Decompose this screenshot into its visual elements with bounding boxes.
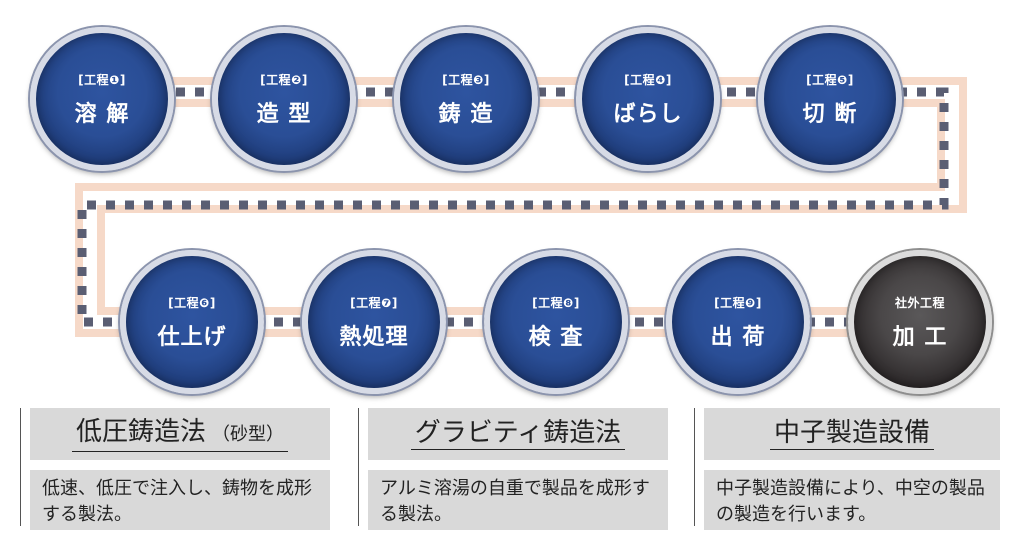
- step-external-processing: 社外工程 加 工: [848, 250, 992, 394]
- step-1-name: 溶 解: [74, 101, 130, 127]
- step-5-cutting: [工程❺] 切 断: [758, 27, 902, 171]
- method-description: 低速、低圧で注入し、鋳物を成形する製法。: [30, 470, 330, 530]
- method-title-bar: 中子製造設備: [704, 408, 1000, 460]
- method-title-underline: 中子製造設備: [769, 418, 934, 450]
- step-2-molding: [工程❷] 造 型: [212, 27, 356, 171]
- method-box-core: 中子製造設備 中子製造設備により、中空の製品の製造を行います。: [704, 408, 1000, 530]
- step-5-name: 切 断: [802, 101, 858, 127]
- method-title: 低圧鋳造法: [75, 416, 206, 447]
- step-4-name: ばらし: [613, 101, 683, 127]
- divider-right: [694, 408, 695, 526]
- method-title-underline: 低圧鋳造法 （砂型）: [71, 416, 288, 452]
- step-3-label: [工程❸]: [442, 72, 490, 87]
- step-8-label: [工程❽]: [532, 295, 580, 310]
- method-box-low-pressure: 低圧鋳造法 （砂型） 低速、低圧で注入し、鋳物を成形する製法。: [30, 408, 330, 530]
- step-4-label: [工程❹]: [624, 72, 672, 87]
- step-9-shipping: [工程❾] 出 荷: [666, 250, 810, 394]
- step-8-name: 検 査: [528, 324, 584, 350]
- step-9-label: [工程❾]: [714, 295, 762, 310]
- step-7-name: 熱処理: [339, 324, 409, 350]
- step-5-label: [工程❺]: [806, 72, 854, 87]
- method-description: アルミ溶湯の自重で製品を成形する製法。: [368, 470, 668, 530]
- divider-middle: [358, 408, 359, 526]
- divider-left: [20, 408, 21, 526]
- step-1-melting: [工程❶] 溶 解: [30, 27, 174, 171]
- step-1-label: [工程❶]: [78, 72, 126, 87]
- step-6-label: [工程❻]: [168, 295, 216, 310]
- step-6-name: 仕上げ: [157, 324, 227, 350]
- method-title-underline: グラビティ鋳造法: [410, 418, 626, 450]
- method-subtitle: （砂型）: [212, 423, 284, 445]
- step-7-heat-treatment: [工程❼] 熱処理: [302, 250, 446, 394]
- method-title-bar: グラビティ鋳造法: [368, 408, 668, 460]
- method-title: グラビティ鋳造法: [414, 418, 622, 448]
- step-2-name: 造 型: [256, 101, 312, 127]
- step-3-casting: [工程❸] 鋳 造: [394, 27, 538, 171]
- method-box-gravity: グラビティ鋳造法 アルミ溶湯の自重で製品を成形する製法。: [368, 408, 668, 530]
- step-4-shakeout: [工程❹] ばらし: [576, 27, 720, 171]
- step-7-label: [工程❼]: [350, 295, 398, 310]
- step-8-inspection: [工程❽] 検 査: [484, 250, 628, 394]
- method-title-bar: 低圧鋳造法 （砂型）: [30, 408, 330, 460]
- step-9-name: 出 荷: [710, 324, 766, 350]
- step-6-finishing: [工程❻] 仕上げ: [120, 250, 264, 394]
- step-3-name: 鋳 造: [438, 101, 494, 127]
- method-title: 中子製造設備: [773, 418, 930, 448]
- step-external-name: 加 工: [892, 324, 948, 350]
- method-description: 中子製造設備により、中空の製品の製造を行います。: [704, 470, 1000, 530]
- step-2-label: [工程❷]: [260, 72, 308, 87]
- step-external-label: 社外工程: [894, 295, 945, 310]
